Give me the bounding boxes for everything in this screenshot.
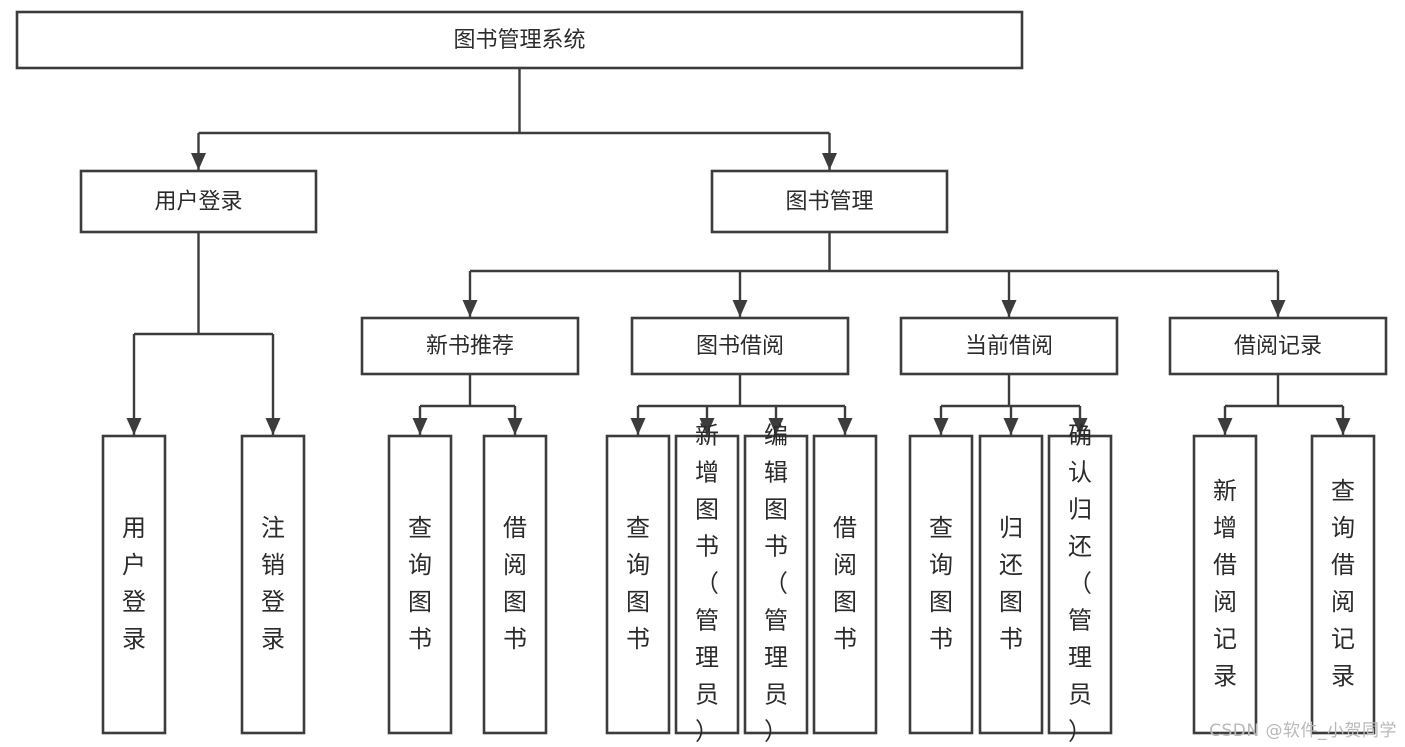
node-leaf-borrow-book[interactable]: 借阅图书 [812,434,878,735]
node-label-book-management: 图书管理 [785,190,873,215]
node-leaf-return-book[interactable]: 归还图书 [978,434,1044,735]
node-box-leaf-borrow-book-new[interactable] [482,434,548,735]
arrow-head [1003,418,1019,435]
arrow-head [768,418,784,435]
node-leaf-query-book[interactable]: 查询图书 [605,434,671,735]
node-label-leaf-return-book: 归还图书 [999,514,1023,653]
node-leaf-add-book[interactable]: 新增图书（管理员） [674,422,740,746]
node-box-root[interactable] [15,10,1024,70]
node-box-leaf-add-book[interactable] [674,434,740,735]
node-current-borrow[interactable]: 当前借阅 [899,316,1119,376]
node-label-leaf-logout: 注销登录 [261,514,285,653]
node-box-book-management[interactable] [710,169,949,234]
node-leaf-confirm-return[interactable]: 确认归还（管理员） [1047,422,1113,746]
node-leaf-query-record[interactable]: 查询借阅记录 [1310,434,1376,735]
node-box-leaf-user-login[interactable] [101,434,167,735]
node-box-leaf-return-book[interactable] [978,434,1044,735]
node-label-leaf-query-record: 查询借阅记录 [1331,477,1355,690]
node-label-leaf-edit-book: 编辑图书（管理员） [764,422,788,746]
connector-edges-layer [126,68,1351,435]
node-label-leaf-user-login: 用户登录 [122,514,146,653]
node-box-leaf-borrow-book[interactable] [812,434,878,735]
node-box-new-book-recommend[interactable] [360,316,580,376]
arrow-head [191,153,206,170]
arrow-head [699,418,715,435]
node-label-leaf-query-book-cur: 查询图书 [929,514,953,653]
node-label-leaf-add-record: 新增借阅记录 [1213,477,1237,690]
arrow-head [126,418,142,435]
arrow-head [1217,418,1233,435]
node-box-leaf-query-book-cur[interactable] [908,434,974,735]
node-label-new-book-recommend: 新书推荐 [426,334,514,359]
node-label-leaf-confirm-return: 确认归还（管理员） [1068,422,1092,746]
node-box-leaf-add-record[interactable] [1192,434,1258,735]
node-root[interactable]: 图书管理系统 [15,10,1024,70]
node-borrow-record[interactable]: 借阅记录 [1168,316,1388,376]
node-leaf-edit-book[interactable]: 编辑图书（管理员） [743,422,809,746]
arrow-head [933,418,949,435]
node-label-current-borrow: 当前借阅 [965,334,1053,359]
node-leaf-user-login[interactable]: 用户登录 [101,434,167,735]
node-leaf-query-book-new[interactable]: 查询图书 [387,434,453,735]
node-leaf-add-record[interactable]: 新增借阅记录 [1192,434,1258,735]
node-label-root: 图书管理系统 [453,28,585,53]
node-label-borrow-record: 借阅记录 [1234,334,1322,359]
arrow-head [1270,300,1286,317]
arrow-head [837,418,853,435]
arrow-head [507,418,523,435]
arrow-head [1335,418,1351,435]
node-leaf-query-book-cur[interactable]: 查询图书 [908,434,974,735]
node-label-leaf-query-book-new: 查询图书 [408,514,432,653]
csdn-watermark: CSDN @软件_小贺同学 [1209,721,1397,741]
node-box-leaf-confirm-return[interactable] [1047,434,1113,735]
node-leaf-borrow-book-new[interactable]: 借阅图书 [482,434,548,735]
node-box-leaf-logout[interactable] [240,434,306,735]
node-user-login[interactable]: 用户登录 [79,169,318,234]
node-label-leaf-borrow-book: 借阅图书 [833,514,857,653]
node-label-user-login: 用户登录 [154,190,242,215]
node-box-current-borrow[interactable] [899,316,1119,376]
node-new-book-recommend[interactable]: 新书推荐 [360,316,580,376]
node-box-user-login[interactable] [79,169,318,234]
arrow-head [732,300,748,317]
node-box-leaf-query-record[interactable] [1310,434,1376,735]
arrow-head [265,418,281,435]
node-label-book-borrow: 图书借阅 [696,334,784,359]
arrow-head [462,300,478,317]
node-label-leaf-add-book: 新增图书（管理员） [695,422,719,746]
arrow-head [412,418,428,435]
node-box-book-borrow[interactable] [630,316,850,376]
node-book-management[interactable]: 图书管理 [710,169,949,234]
node-leaf-logout[interactable]: 注销登录 [240,434,306,735]
arrow-head [1001,300,1017,317]
node-label-leaf-borrow-book-new: 借阅图书 [503,514,527,653]
node-box-leaf-query-book-new[interactable] [387,434,453,735]
arrow-head [630,418,646,435]
arrow-head [1072,418,1088,435]
node-label-leaf-query-book: 查询图书 [626,514,650,653]
node-box-borrow-record[interactable] [1168,316,1388,376]
node-boxes-layer: 图书管理系统用户登录图书管理新书推荐图书借阅当前借阅借阅记录用户登录注销登录查询… [15,10,1388,746]
arrow-head [822,153,837,170]
node-book-borrow[interactable]: 图书借阅 [630,316,850,376]
node-box-leaf-edit-book[interactable] [743,434,809,735]
node-box-leaf-query-book[interactable] [605,434,671,735]
